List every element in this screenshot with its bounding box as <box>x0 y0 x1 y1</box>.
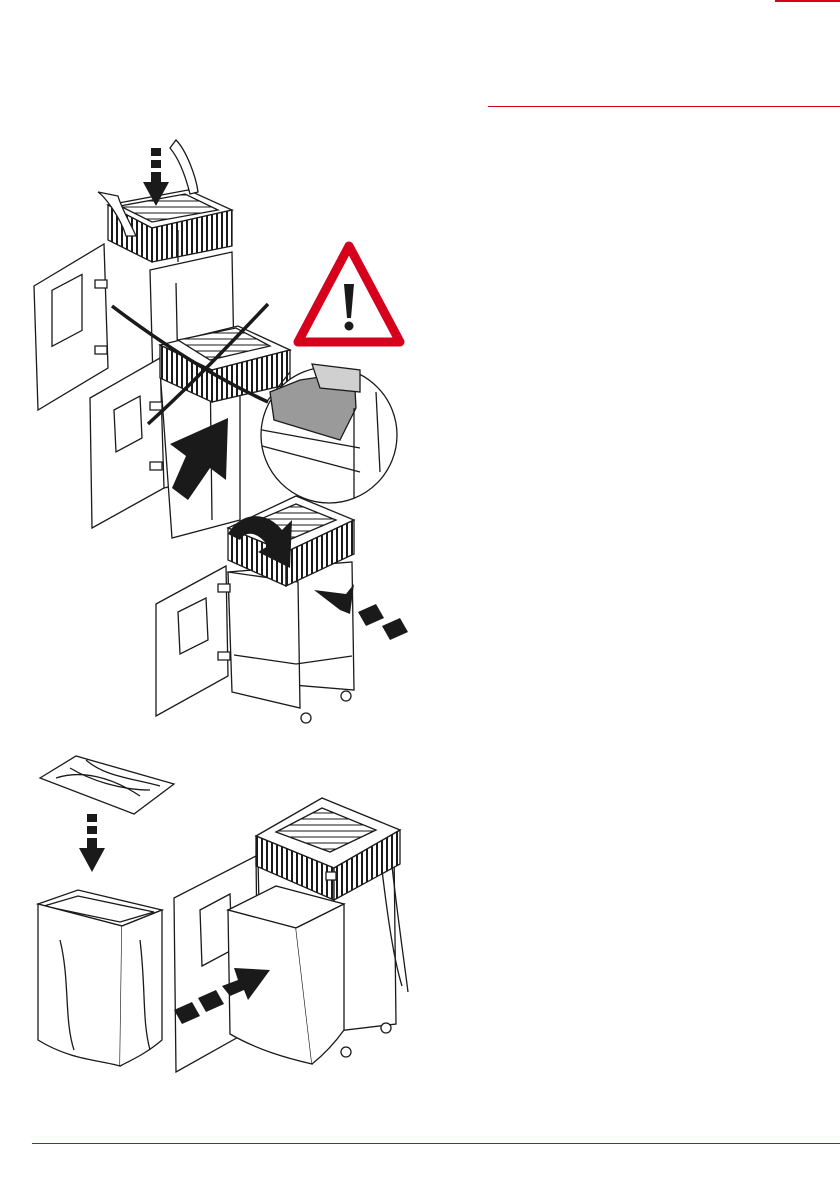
hand-right <box>170 140 198 194</box>
folded-waste-bag <box>40 756 174 814</box>
open-door-lower <box>156 566 228 716</box>
warning-triangle-icon <box>298 246 400 342</box>
step-wrong-orientation <box>90 246 400 538</box>
step-insert-waste-bag <box>38 756 174 1066</box>
step-slide-bin-into-cabinet <box>174 798 408 1072</box>
arrow-down-icon <box>79 814 105 872</box>
cabinet-frame-lower <box>156 562 354 723</box>
waste-bin-empty <box>38 890 162 1066</box>
open-door-middle <box>90 358 164 528</box>
open-door-upper <box>34 244 108 410</box>
